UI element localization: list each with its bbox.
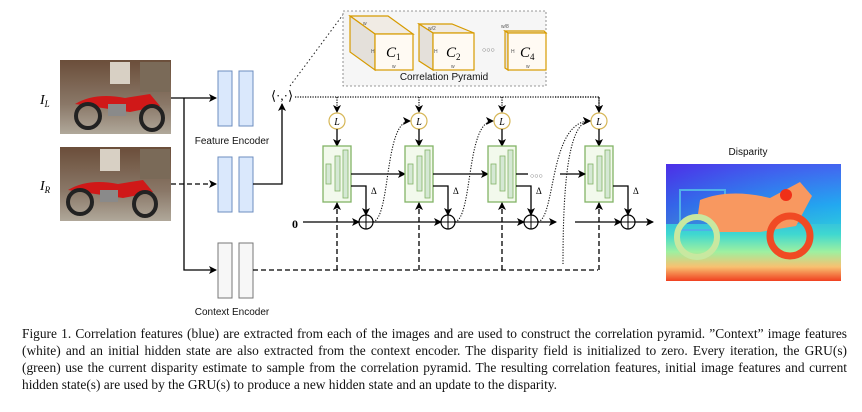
pyramid-level-c1 [348, 14, 415, 72]
correlation-pyramid [342, 10, 548, 87]
gru-layer [325, 163, 332, 185]
pyramid-level-c4 [503, 29, 548, 72]
delta-arrow [613, 185, 632, 216]
gru-layer [490, 163, 497, 185]
architecture-diagram: IL IR Feature Encoder Context Encoder ⟨·… [39, 10, 841, 318]
gru-ellipsis: ○○○ [530, 173, 543, 180]
disparity-feedback-curve [562, 117, 591, 265]
left-input-image [60, 60, 171, 134]
initial-disparity-zero: 0 [292, 217, 298, 231]
correlation-pyramid-label: Correlation Pyramid [400, 72, 488, 83]
gru-layer [604, 149, 611, 199]
c2-bottom-label: w [451, 64, 455, 70]
feature-encoder-label: Feature Encoder [195, 136, 270, 147]
c4-side-label: H [511, 49, 515, 55]
c1-top-label: w [363, 21, 367, 27]
input-connections [171, 94, 217, 274]
context-encoder [217, 242, 254, 299]
right-input-image [60, 147, 171, 221]
gru-layer [507, 149, 514, 199]
correlation-drop-line [555, 96, 603, 113]
gru-layer [334, 155, 341, 192]
c2-name: C2 [446, 45, 461, 62]
pyramid-ellipsis: ○○○ [482, 47, 495, 54]
c4-bottom-label: w [526, 64, 530, 70]
delta-arrow [433, 185, 452, 216]
gru-layer [416, 155, 423, 192]
disparity-label: Disparity [729, 147, 768, 158]
c1-name: C1 [386, 45, 401, 62]
right-image-label: IR [39, 179, 51, 195]
c4-name: C4 [520, 45, 535, 62]
gru-stage: LΔ [322, 97, 411, 270]
gru-layer [499, 155, 506, 192]
gru-layer [587, 163, 594, 185]
disparity-feedback-curve [454, 117, 494, 223]
disparity-map-image [666, 164, 841, 281]
gru-layer [342, 149, 349, 199]
gru-layer [596, 155, 603, 192]
lookup-label: L [415, 117, 422, 128]
correlation-operator: ⟨·,·⟩ [271, 88, 293, 103]
context-encoder-label: Context Encoder [195, 307, 270, 318]
lookup-label: L [498, 117, 505, 128]
delta-label: Δ [371, 186, 377, 196]
delta-label: Δ [633, 186, 639, 196]
feature-encoder-right [217, 156, 254, 213]
lookup-label: L [333, 117, 340, 128]
c2-top-label: w/2 [428, 26, 436, 32]
gru-stage: LΔ [404, 97, 494, 270]
gru-stage: LΔ [584, 97, 639, 270]
figure-caption: Figure 1. Correlation features (blue) ar… [22, 326, 847, 392]
c1-bottom-label: w [392, 64, 396, 70]
c4-top-label: w/8 [501, 24, 509, 30]
pyramid-level-c2 [416, 22, 475, 72]
gru-layer [407, 163, 414, 185]
pyramid-leader-line [289, 11, 346, 87]
delta-arrow [351, 185, 370, 216]
gru-stage: LΔ [487, 97, 591, 270]
lookup-label: L [595, 117, 602, 128]
delta-label: Δ [536, 186, 542, 196]
delta-label: Δ [453, 186, 459, 196]
feature-to-correlation-line [253, 103, 286, 185]
feature-encoder-left [217, 70, 254, 127]
left-image-label: IL [39, 93, 50, 109]
delta-arrow [516, 185, 535, 216]
c2-side-label: H [434, 49, 438, 55]
c1-side-label: H [371, 49, 375, 55]
gru-layer [424, 149, 431, 199]
